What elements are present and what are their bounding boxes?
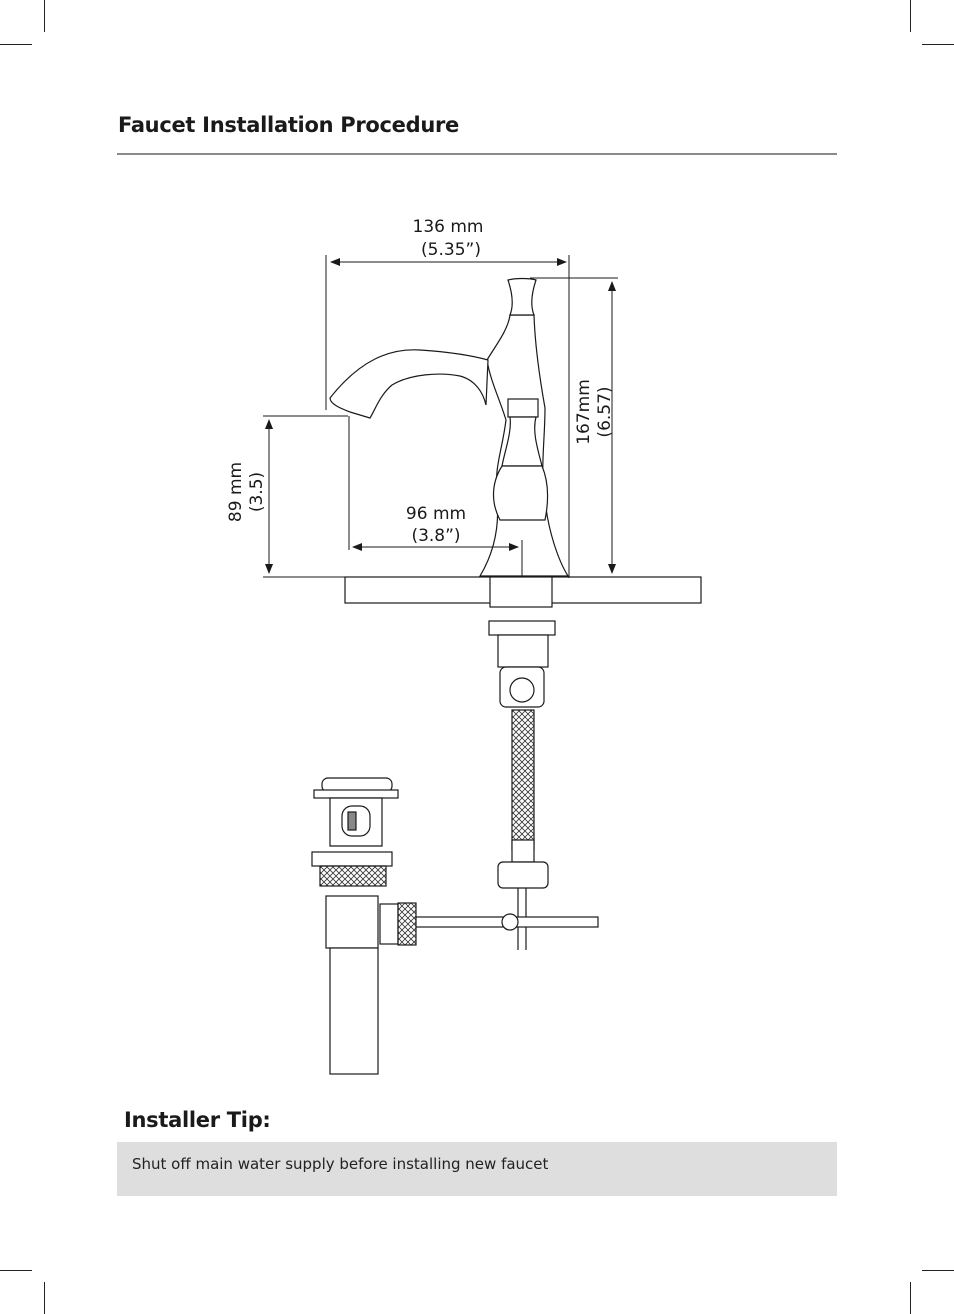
height-in-label: (6.57) (595, 386, 615, 437)
spout-height-in-label: (3.5) (247, 472, 267, 512)
reach-mm-label: 96 mm (406, 504, 466, 524)
drain-tail-pipe (329, 947, 379, 1075)
reach-in-label: (3.8”) (411, 526, 460, 546)
spout-height-mm-label: 89 mm (226, 462, 246, 522)
title-divider (117, 153, 837, 155)
faucet-diagram: 136 mm (5.35”) 96 mm (3.8”) 167mm (6.57)… (226, 217, 702, 1075)
spout (329, 349, 489, 419)
crop-mark (44, 1282, 45, 1314)
height-mm-label: 167mm (574, 379, 594, 445)
crop-mark (910, 0, 911, 32)
crop-mark (0, 1270, 32, 1271)
crop-mark (910, 1282, 911, 1314)
side-valve (507, 398, 539, 418)
crop-mark (44, 0, 45, 32)
installer-tip-heading: Installer Tip: (124, 1108, 271, 1132)
handle-top (507, 277, 537, 316)
width-in-label: (5.35”) (421, 240, 481, 260)
width-mm-label: 136 mm (413, 217, 484, 237)
crop-mark (922, 1270, 954, 1271)
crop-mark (922, 44, 954, 45)
crop-mark (0, 44, 32, 45)
installer-tip-text: Shut off main water supply before instal… (132, 1155, 549, 1173)
installer-tip-box: Shut off main water supply before instal… (117, 1142, 837, 1196)
page-title: Faucet Installation Procedure (118, 113, 459, 137)
